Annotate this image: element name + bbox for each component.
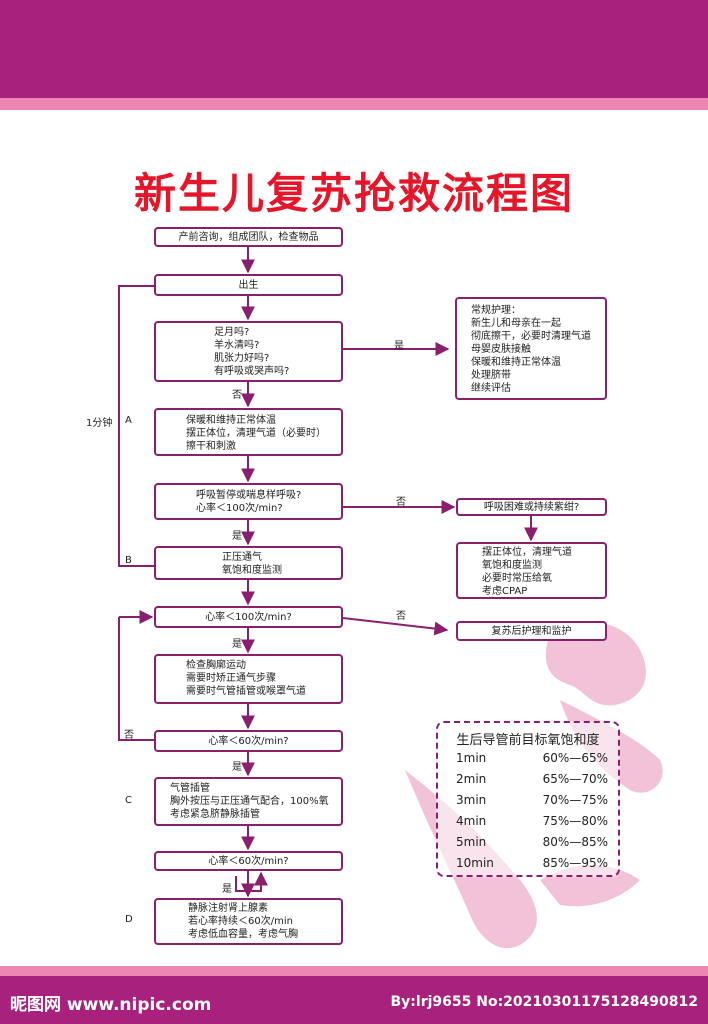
saturation-time: 4min bbox=[456, 814, 487, 828]
routine-item: 处理脐带 bbox=[471, 370, 511, 381]
stage-d-label: D bbox=[125, 914, 133, 925]
saturation-row: 3min 70%—75% bbox=[438, 793, 618, 813]
saturation-value: 80%—85% bbox=[542, 835, 608, 849]
yes-label-hr100: 是 bbox=[232, 639, 242, 650]
apnea-question: 呼吸暂停或喘息样呼吸? bbox=[196, 490, 302, 501]
yes-label-routine: 是 bbox=[394, 341, 404, 352]
distress-care-box: 摆正体位，清理气道 氧饱和度监测 必要时常压给氧 考虑CPAP bbox=[456, 542, 607, 599]
routine-item: 彻底擦干，必要时清理气道 bbox=[471, 331, 591, 342]
distress-box: 呼吸困难或持续紫绀? bbox=[456, 498, 607, 516]
hr100-box: 心率＜100次/min? bbox=[154, 606, 343, 628]
assessment-box: 足月吗? 羊水清吗? 肌张力好吗? 有呼吸或哭声吗? bbox=[154, 321, 343, 382]
saturation-table: 生后导管前目标氧饱和度 1min 60%—65% 2min 65%—70% 3m… bbox=[436, 721, 620, 877]
chest-check-item: 检查胸廓运动 bbox=[186, 660, 246, 671]
distress-care-item: 氧饱和度监测 bbox=[482, 560, 542, 571]
prenatal-box: 产前咨询，组成团队，检查物品 bbox=[154, 227, 343, 247]
apnea-box: 呼吸暂停或喘息样呼吸? 心率＜100次/min? bbox=[154, 483, 343, 520]
post-care-text: 复苏后护理和监护 bbox=[491, 625, 572, 637]
no-label-assess: 否 bbox=[232, 390, 242, 401]
hr100-text: 心率＜100次/min? bbox=[205, 611, 292, 623]
footer-id: By:lrj9655 No:20210301175128490812 bbox=[390, 994, 699, 1010]
distress-text: 呼吸困难或持续紫绀? bbox=[483, 501, 580, 513]
distress-care-item: 必要时常压给氧 bbox=[482, 573, 552, 584]
no-label-distress: 否 bbox=[396, 497, 406, 508]
saturation-value: 60%—65% bbox=[542, 751, 608, 765]
yes-label-hr60-second: 是 bbox=[222, 884, 232, 895]
footer-band bbox=[0, 976, 708, 1024]
hr60-first-text: 心率＜60次/min? bbox=[208, 735, 289, 747]
step-a-item: 擦干和刺激 bbox=[186, 441, 236, 452]
distress-care-item: 摆正体位，清理气道 bbox=[482, 547, 572, 558]
assess-breath: 有呼吸或哭声吗? bbox=[214, 366, 290, 377]
step-d-box: 静脉注射肾上腺素 若心率持续＜60次/min 考虑低血容量，考虑气胸 bbox=[154, 898, 343, 945]
saturation-title: 生后导管前目标氧饱和度 bbox=[456, 733, 600, 748]
stage-b-label: B bbox=[125, 555, 132, 566]
assess-term: 足月吗? bbox=[214, 327, 250, 338]
yes-label-apnea: 是 bbox=[232, 531, 242, 542]
step-d-item: 若心率持续＜60次/min bbox=[188, 916, 293, 927]
saturation-time: 2min bbox=[456, 772, 487, 786]
step-a-item: 保暖和维持正常体温 bbox=[186, 415, 276, 426]
saturation-row: 1min 60%—65% bbox=[438, 751, 618, 771]
step-a-box: 保暖和维持正常体温 摆正体位，清理气道（必要时） 擦干和刺激 bbox=[154, 408, 343, 456]
saturation-row: 5min 80%—85% bbox=[438, 835, 618, 855]
routine-care-box: 常规护理： 新生儿和母亲在一起 彻底擦干，必要时清理气道 母婴皮肤接触 保暖和维… bbox=[455, 297, 607, 400]
routine-item: 母婴皮肤接触 bbox=[471, 344, 531, 355]
header-stripe bbox=[0, 98, 708, 110]
routine-title: 常规护理： bbox=[471, 305, 521, 316]
birth-text: 出生 bbox=[238, 279, 259, 291]
chest-check-item: 需要时气管插管或喉罩气道 bbox=[186, 686, 306, 697]
birth-box: 出生 bbox=[154, 274, 343, 296]
step-b-box: 正压通气 氧饱和度监测 bbox=[154, 546, 343, 580]
routine-item: 继续评估 bbox=[471, 383, 511, 394]
saturation-value: 85%—95% bbox=[542, 856, 608, 870]
step-b-item: 氧饱和度监测 bbox=[222, 565, 282, 576]
routine-item: 新生儿和母亲在一起 bbox=[471, 318, 561, 329]
one-minute-label: 1分钟 bbox=[86, 418, 113, 429]
prenatal-text: 产前咨询，组成团队，检查物品 bbox=[178, 231, 319, 243]
step-c-item: 考虑紧急脐静脉插管 bbox=[170, 809, 260, 820]
footer-stripe bbox=[0, 966, 708, 976]
heart-rate-question: 心率＜100次/min? bbox=[196, 503, 283, 514]
step-c-item: 胸外按压与正压通气配合，100%氧 bbox=[170, 796, 329, 807]
saturation-time: 1min bbox=[456, 751, 487, 765]
chest-check-item: 需要时矫正通气步骤 bbox=[186, 673, 276, 684]
hr60-box-first: 心率＜60次/min? bbox=[154, 730, 343, 752]
step-d-item: 考虑低血容量，考虑气胸 bbox=[188, 929, 298, 940]
page-title: 新生儿复苏抢救流程图 bbox=[133, 169, 574, 218]
saturation-value: 75%—80% bbox=[542, 814, 608, 828]
post-care-box: 复苏后护理和监护 bbox=[456, 621, 607, 641]
yes-label-hr60-first: 是 bbox=[232, 762, 242, 773]
step-b-item: 正压通气 bbox=[222, 552, 262, 563]
saturation-row: 4min 75%—80% bbox=[438, 814, 618, 834]
saturation-time: 10min bbox=[456, 856, 494, 870]
saturation-value: 70%—75% bbox=[542, 793, 608, 807]
assess-fluid: 羊水清吗? bbox=[214, 340, 260, 351]
saturation-time: 3min bbox=[456, 793, 487, 807]
hr60-box-second: 心率＜60次/min? bbox=[154, 851, 343, 871]
saturation-row: 2min 65%—70% bbox=[438, 772, 618, 792]
assess-tone: 肌张力好吗? bbox=[214, 353, 270, 364]
no-label-loop: 否 bbox=[124, 730, 134, 741]
distress-care-item: 考虑CPAP bbox=[482, 586, 528, 597]
step-a-item: 摆正体位，清理气道（必要时） bbox=[186, 428, 326, 439]
saturation-row: 10min 85%—95% bbox=[438, 856, 618, 876]
footer-site: 昵图网 www.nipic.com bbox=[10, 995, 212, 1015]
step-c-item: 气管插管 bbox=[170, 783, 210, 794]
saturation-value: 65%—70% bbox=[542, 772, 608, 786]
step-d-item: 静脉注射肾上腺素 bbox=[188, 903, 268, 914]
hr60-second-text: 心率＜60次/min? bbox=[208, 855, 289, 867]
header-band bbox=[0, 0, 708, 98]
stage-c-label: C bbox=[125, 795, 132, 806]
step-c-box: 气管插管 胸外按压与正压通气配合，100%氧 考虑紧急脐静脉插管 bbox=[154, 777, 343, 826]
no-label-post-care: 否 bbox=[396, 611, 406, 622]
saturation-time: 5min bbox=[456, 835, 487, 849]
routine-item: 保暖和维持正常体温 bbox=[471, 357, 561, 368]
stage-a-label: A bbox=[125, 415, 132, 426]
chest-check-box: 检查胸廓运动 需要时矫正通气步骤 需要时气管插管或喉罩气道 bbox=[154, 654, 343, 704]
